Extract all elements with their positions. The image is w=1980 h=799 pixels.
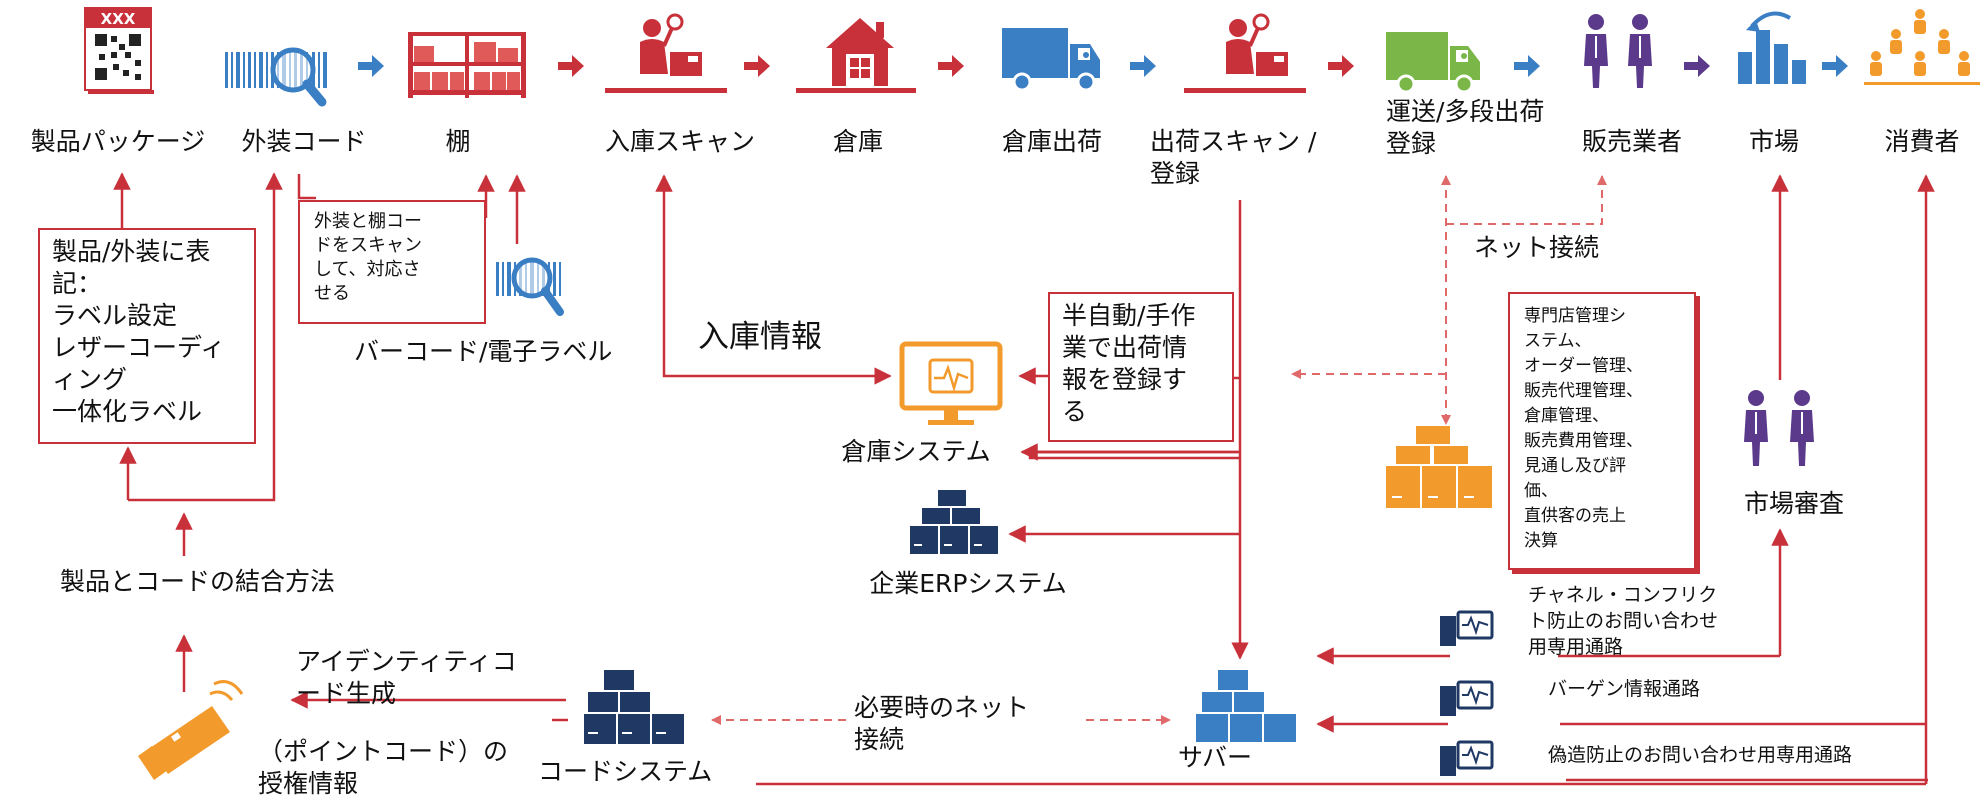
- connector-lines: [113, 172, 1935, 786]
- server-label: サバー: [1178, 743, 1253, 772]
- marking-line: 一体化ラベル: [52, 397, 203, 426]
- delivery-truck-icon: [1002, 28, 1100, 92]
- manual-entry-line: 報を登録す: [1062, 365, 1188, 394]
- barcode-label-text: バーコード/電子ラベル: [354, 337, 613, 366]
- store-mgmt-line: 販売代理管理、: [1524, 381, 1643, 401]
- net-connect-label: ネット接続: [1474, 233, 1600, 262]
- marking-line: 記：: [52, 269, 103, 298]
- store-mgmt-line: 専門店管理シ: [1524, 306, 1626, 326]
- scan-note-line: して、対応さ: [314, 259, 421, 280]
- flow-label-outbound-scan: 出荷スキャン / 登録: [1150, 126, 1316, 190]
- scan-note-line: 外装と棚コー: [314, 211, 422, 232]
- flow-label-line: 出荷スキャン /: [1150, 127, 1317, 156]
- manual-entry-box: 半自動/手作 業で出荷情 報を登録す る: [1048, 292, 1234, 442]
- join-method-label: 製品とコードの結合方法: [60, 567, 336, 596]
- store-mgmt-line: 価、: [1524, 481, 1558, 501]
- store-management-box: 専門店管理シ ステム、 オーダー管理、 販売代理管理、 倉庫管理、 販売費用管理…: [1508, 292, 1696, 570]
- code-system-label: コードシステム: [538, 757, 713, 786]
- scan-note-line: ドをスキャン: [314, 235, 422, 256]
- flow-label-shelf: 棚: [445, 127, 471, 156]
- server-icon: [1196, 670, 1296, 742]
- scan-note-box: 外装と棚コー ドをスキャン して、対応さ せる: [298, 200, 486, 324]
- top-flow-arrows: [358, 55, 1848, 77]
- store-server-icon: [1386, 426, 1492, 508]
- barcode-magnifier-icon: [496, 257, 564, 316]
- warehouse-icon: [796, 18, 916, 93]
- identity-code-label: アイデンティティコ ード生成: [296, 646, 517, 710]
- manual-entry-line: る: [1062, 397, 1088, 426]
- shelf-icon: [408, 32, 526, 98]
- svg-text:XXX: XXX: [101, 10, 136, 28]
- usb-key-icon: [138, 680, 244, 780]
- scanner-worker-icon: [1184, 13, 1306, 93]
- flow-label-product-package: 製品パッケージ: [30, 127, 206, 156]
- erp-server-icon: [910, 490, 998, 554]
- channel-conflict-label: チャネル・コンフリク ト防止のお問い合わせ 用専用通路: [1528, 582, 1718, 660]
- manual-entry-line: 業で出荷情: [1062, 333, 1188, 362]
- store-mgmt-line: オーダー管理、: [1524, 356, 1643, 376]
- terminal-icon: [1440, 610, 1494, 646]
- store-mgmt-line: 倉庫管理、: [1524, 406, 1609, 426]
- anticounterfeit-channel-label: 偽造防止のお問い合わせ用専用通路: [1548, 744, 1853, 766]
- scanner-worker-icon: [605, 13, 727, 93]
- on-demand-net-label: 必要時のネット 接続: [854, 692, 1029, 756]
- flow-label-warehouse-shipment: 倉庫出荷: [1001, 127, 1103, 156]
- terminal-icon: [1440, 680, 1494, 716]
- marking-line: ラベル設定: [52, 301, 178, 330]
- auth-info-line: （ポイントコード）の: [258, 737, 509, 766]
- store-mgmt-line: ステム、: [1524, 331, 1592, 351]
- flow-label-line: 運送/多段出荷: [1386, 97, 1545, 126]
- identity-code-line: アイデンティティコ: [296, 647, 517, 676]
- flow-label-distributor: 販売業者: [1581, 127, 1683, 156]
- channel-line: 用専用通路: [1528, 636, 1624, 658]
- qr-package-icon: XXX: [84, 7, 154, 94]
- flow-label-consumer: 消費者: [1884, 127, 1960, 156]
- people-icon: [1744, 390, 1814, 466]
- marking-box: 製品/外装に表 記： ラベル設定 レザーコーディ ィング 一体化ラベル: [38, 228, 256, 444]
- store-mgmt-line: 決算: [1524, 531, 1558, 551]
- market-review-label: 市場審査: [1744, 489, 1845, 518]
- channel-line: チャネル・コンフリク: [1528, 584, 1718, 606]
- bar-growth-icon: [1738, 11, 1806, 84]
- flow-label-warehouse: 倉庫: [832, 127, 884, 156]
- warehouse-system-label: 倉庫システム: [841, 437, 991, 466]
- store-mgmt-line: 販売費用管理、: [1524, 431, 1643, 451]
- flow-label-inbound-scan: 入庫スキャン: [604, 127, 756, 156]
- code-server-icon: [584, 670, 684, 744]
- identity-code-line: ード生成: [296, 679, 397, 708]
- marking-line: ィング: [52, 365, 128, 394]
- inbound-info-label: 入庫情報: [698, 319, 822, 355]
- flow-label-transport: 運送/多段出荷 登録: [1386, 96, 1544, 160]
- marking-line: 製品/外装に表: [52, 237, 211, 266]
- marking-line: レザーコーディ: [52, 333, 226, 362]
- consumer-group-icon: [1864, 9, 1980, 85]
- store-mgmt-line: 直供客の売上: [1524, 506, 1626, 526]
- bargain-channel-label: バーゲン情報通路: [1548, 678, 1701, 700]
- manual-entry-line: 半自動/手作: [1062, 301, 1196, 330]
- on-demand-line: 必要時のネット: [854, 693, 1030, 722]
- flow-label-line: 登録: [1386, 129, 1437, 158]
- auth-info-line: 授権情報: [258, 769, 359, 798]
- flow-label-market: 市場: [1748, 127, 1800, 156]
- channel-line: ト防止のお問い合わせ: [1528, 610, 1719, 632]
- erp-system-label: 企業ERPシステム: [869, 569, 1067, 598]
- on-demand-line: 接続: [854, 725, 905, 754]
- flow-label-line: 登録: [1150, 159, 1201, 188]
- flow-label-outer-code: 外装コード: [241, 127, 367, 156]
- green-truck-icon: [1386, 32, 1480, 94]
- people-icon: [1584, 14, 1652, 88]
- scan-note-line: せる: [314, 283, 350, 304]
- dashed-connectors: [711, 175, 1607, 725]
- auth-info-label: （ポイントコード）の 授権情報: [258, 736, 508, 799]
- store-mgmt-line: 見通し及び評: [1524, 456, 1626, 476]
- barcode-magnifier-icon: [225, 47, 327, 107]
- terminal-icon: [1440, 740, 1494, 776]
- monitor-icon: [899, 341, 1003, 425]
